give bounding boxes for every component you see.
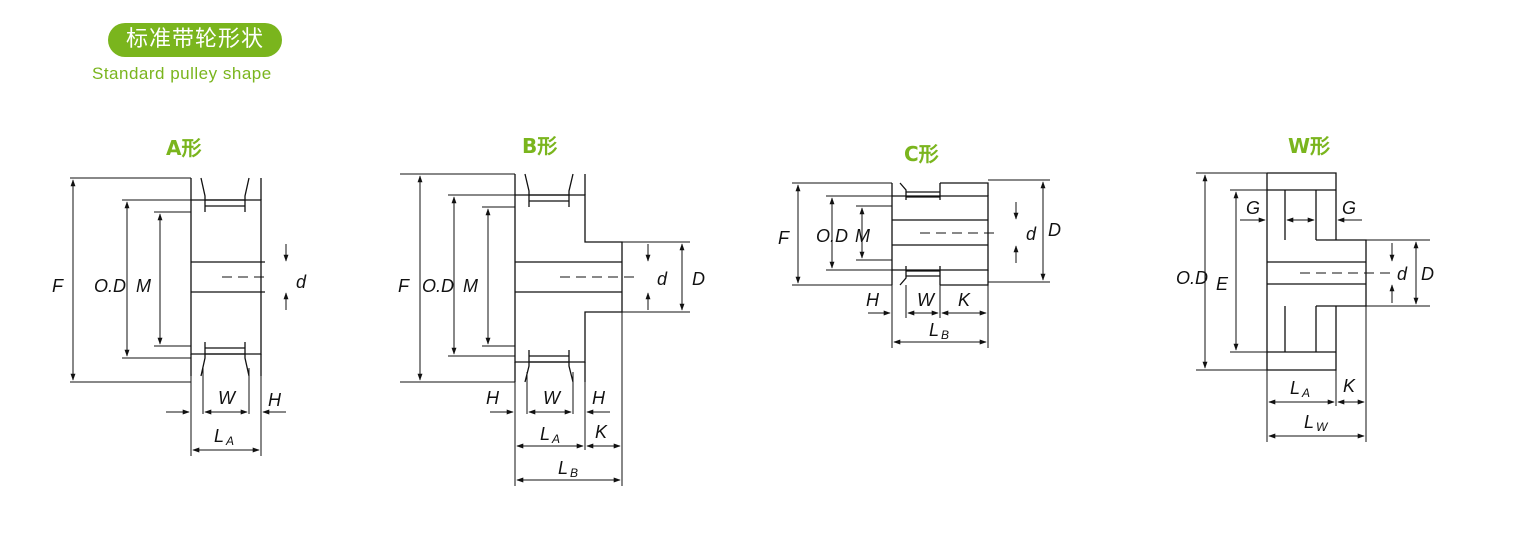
label-a-Lsub: A <box>225 434 234 448</box>
label-w-LW: L <box>1304 412 1314 432</box>
label-c-M: M <box>855 226 870 246</box>
label-a-OD: O.D <box>94 276 126 296</box>
label-w-G1: G <box>1246 198 1260 218</box>
label-w-E: E <box>1216 274 1229 294</box>
label-c-LBsub: B <box>941 328 949 342</box>
label-b-d: d <box>657 269 668 289</box>
label-w-G2: G <box>1342 198 1356 218</box>
label-a-d: d <box>296 272 307 292</box>
label-b-M: M <box>463 276 478 296</box>
label-b-K: K <box>595 422 608 442</box>
header-subtitle: Standard pulley shape <box>92 64 272 83</box>
label-b-LB: L <box>558 458 568 478</box>
label-a-L: L <box>214 426 224 446</box>
label-c-OD: O.D <box>816 226 848 246</box>
label-w-OD: O.D <box>1176 268 1208 288</box>
label-a-F: F <box>52 276 64 296</box>
pulley-a <box>70 177 289 456</box>
label-b-H1: H <box>486 388 500 408</box>
pulley-b <box>400 173 690 486</box>
label-a-M: M <box>136 276 151 296</box>
title-c: C形 <box>904 142 939 166</box>
label-c-LB: L <box>929 320 939 340</box>
title-w: W形 <box>1288 134 1331 158</box>
label-b-W: W <box>543 388 562 408</box>
label-w-D: D <box>1421 264 1434 284</box>
label-c-H: H <box>866 290 880 310</box>
label-c-W: W <box>917 290 936 310</box>
label-w-K: K <box>1343 376 1356 396</box>
label-b-LBsub: B <box>570 466 578 480</box>
label-w-LAsub: A <box>1301 386 1310 400</box>
label-w-LWsub: W <box>1316 420 1329 434</box>
label-c-K: K <box>958 290 971 310</box>
label-b-LA: L <box>540 424 550 444</box>
label-c-F: F <box>778 228 790 248</box>
pulley-w <box>1196 172 1430 442</box>
label-b-LAsub: A <box>551 432 560 446</box>
title-a: A形 <box>166 136 202 160</box>
label-w-LA: L <box>1290 378 1300 398</box>
label-b-D: D <box>692 269 705 289</box>
label-c-D: D <box>1048 220 1061 240</box>
label-b-OD: O.D <box>422 276 454 296</box>
label-a-W: W <box>218 388 237 408</box>
label-b-F: F <box>398 276 410 296</box>
title-b: B形 <box>522 134 558 158</box>
pulley-c <box>792 179 1050 348</box>
label-c-d: d <box>1026 224 1037 244</box>
header-badge: 标准带轮形状 <box>108 23 282 57</box>
label-b-H2: H <box>592 388 606 408</box>
label-a-H: H <box>268 390 282 410</box>
label-w-d: d <box>1397 264 1408 284</box>
